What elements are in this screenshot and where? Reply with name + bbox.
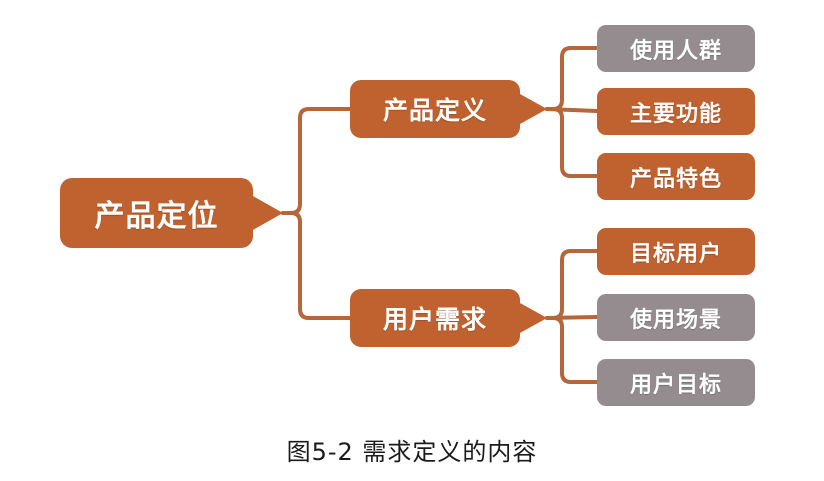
branch-0-pointer-icon (520, 94, 547, 124)
mindmap-node-leaf-target-users[interactable]: 目标用户 (597, 228, 755, 275)
edge-root-to-branch-1 (281, 211, 352, 320)
figure-caption: 图5-2 需求定义的内容 (286, 438, 538, 466)
mindmap-node-root[interactable]: 产品定位 (60, 178, 253, 248)
edge-branch-0-leaf-1 (545, 107, 599, 113)
mindmap-node-leaf-usage-scenarios[interactable]: 使用场景 (597, 294, 755, 341)
edge-branch-1-leaf-3 (545, 249, 599, 320)
edge-branch-1-leaf-4 (545, 315, 599, 320)
edge-branch-0-leaf-0 (545, 46, 599, 111)
branch-1-pointer-icon (520, 303, 547, 333)
mindmap-node-leaf-user-group[interactable]: 使用人群 (597, 25, 755, 72)
mindmap-node-leaf-user-goals[interactable]: 用户目标 (597, 359, 755, 406)
edge-branch-1-leaf-5 (545, 316, 599, 384)
mindmap-node-branch-user-needs[interactable]: 用户需求 (350, 289, 520, 347)
edge-branch-0-leaf-2 (545, 107, 599, 178)
mindmap-node-leaf-main-features[interactable]: 主要功能 (597, 88, 755, 135)
edge-root-to-branch-0 (281, 107, 352, 215)
mindmap-node-branch-product-definition[interactable]: 产品定义 (350, 80, 520, 138)
mindmap-node-leaf-product-characteristics[interactable]: 产品特色 (597, 153, 755, 200)
root-pointer-icon (253, 196, 283, 230)
